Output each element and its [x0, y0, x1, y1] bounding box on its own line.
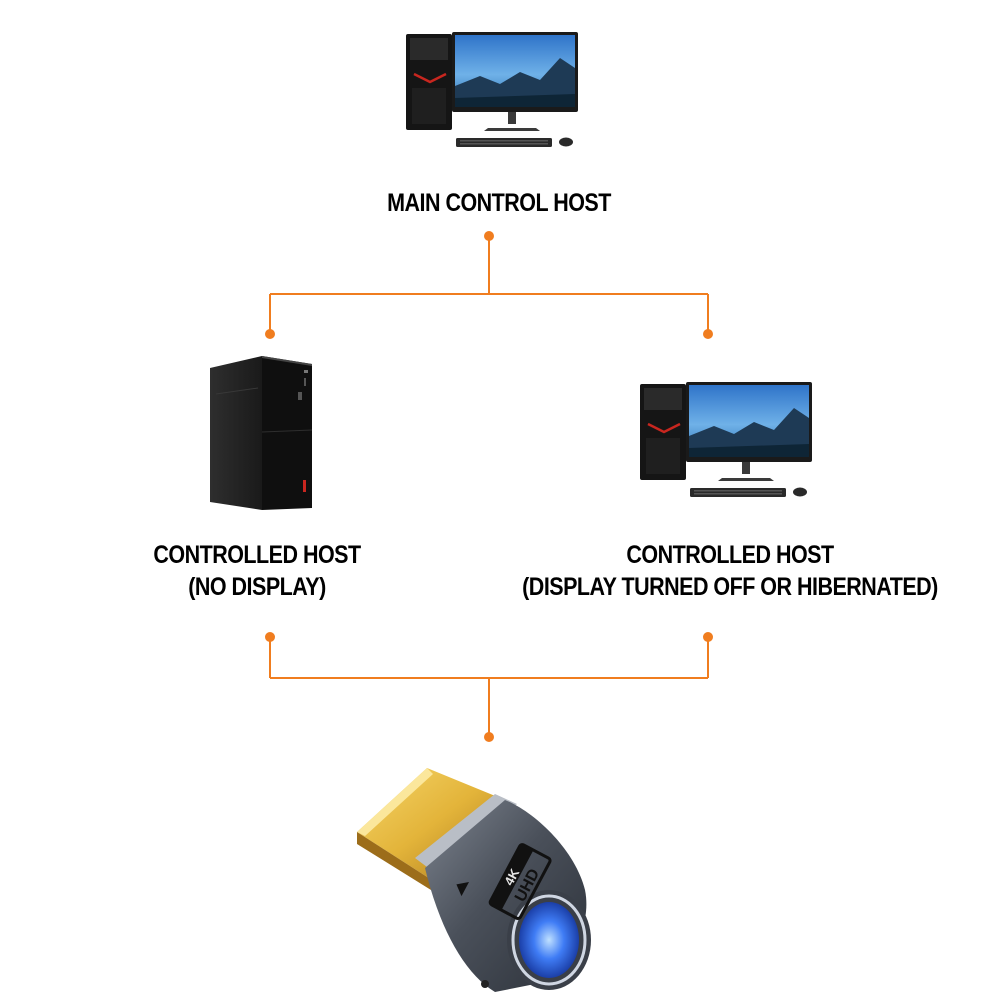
- connector-dot: [265, 632, 275, 642]
- adapter-4k-text: 4K: [501, 866, 522, 888]
- controlled-display-off-line1: CONTROLLED HOST: [626, 541, 834, 569]
- connector-dot: [484, 231, 494, 241]
- hdmi-dummy-plug-icon: 4K UHD: [357, 768, 591, 992]
- connector-dot: [703, 632, 713, 642]
- tower-pc-icon: [210, 356, 313, 510]
- main-host-label: MAIN CONTROL HOST: [387, 189, 611, 217]
- controlled-no-display-line2: (NO DISPLAY): [188, 573, 326, 601]
- controlled-display-off-line2: (DISPLAY TURNED OFF OR HIBERNATED): [522, 573, 938, 601]
- desktop-computer-icon: [406, 32, 578, 147]
- controlled-no-display-line1: CONTROLLED HOST: [153, 541, 361, 569]
- connector-dot: [484, 732, 494, 742]
- connector-dot: [265, 329, 275, 339]
- desktop-computer-icon: [640, 382, 812, 497]
- connector-dot: [703, 329, 713, 339]
